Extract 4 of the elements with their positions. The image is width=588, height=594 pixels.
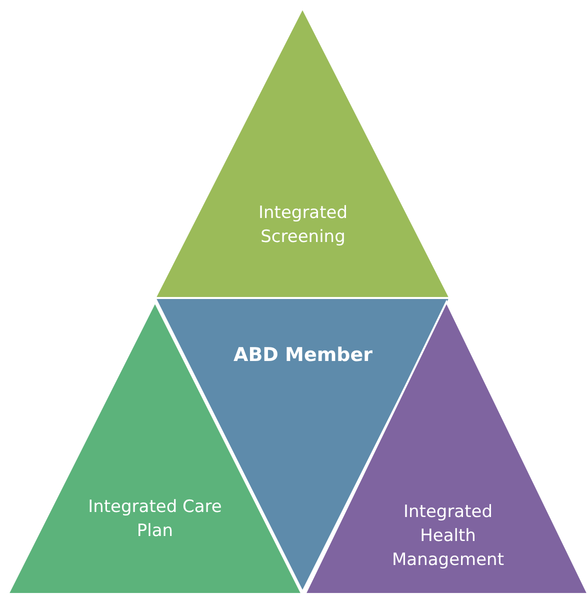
triangle-label: Integrated Screening bbox=[257, 202, 349, 249]
triangle-label: Integrated Care Plan bbox=[87, 496, 223, 543]
triangle-label: ABD Member bbox=[232, 343, 374, 367]
triangle-label: Integrated Health Management bbox=[391, 501, 505, 572]
